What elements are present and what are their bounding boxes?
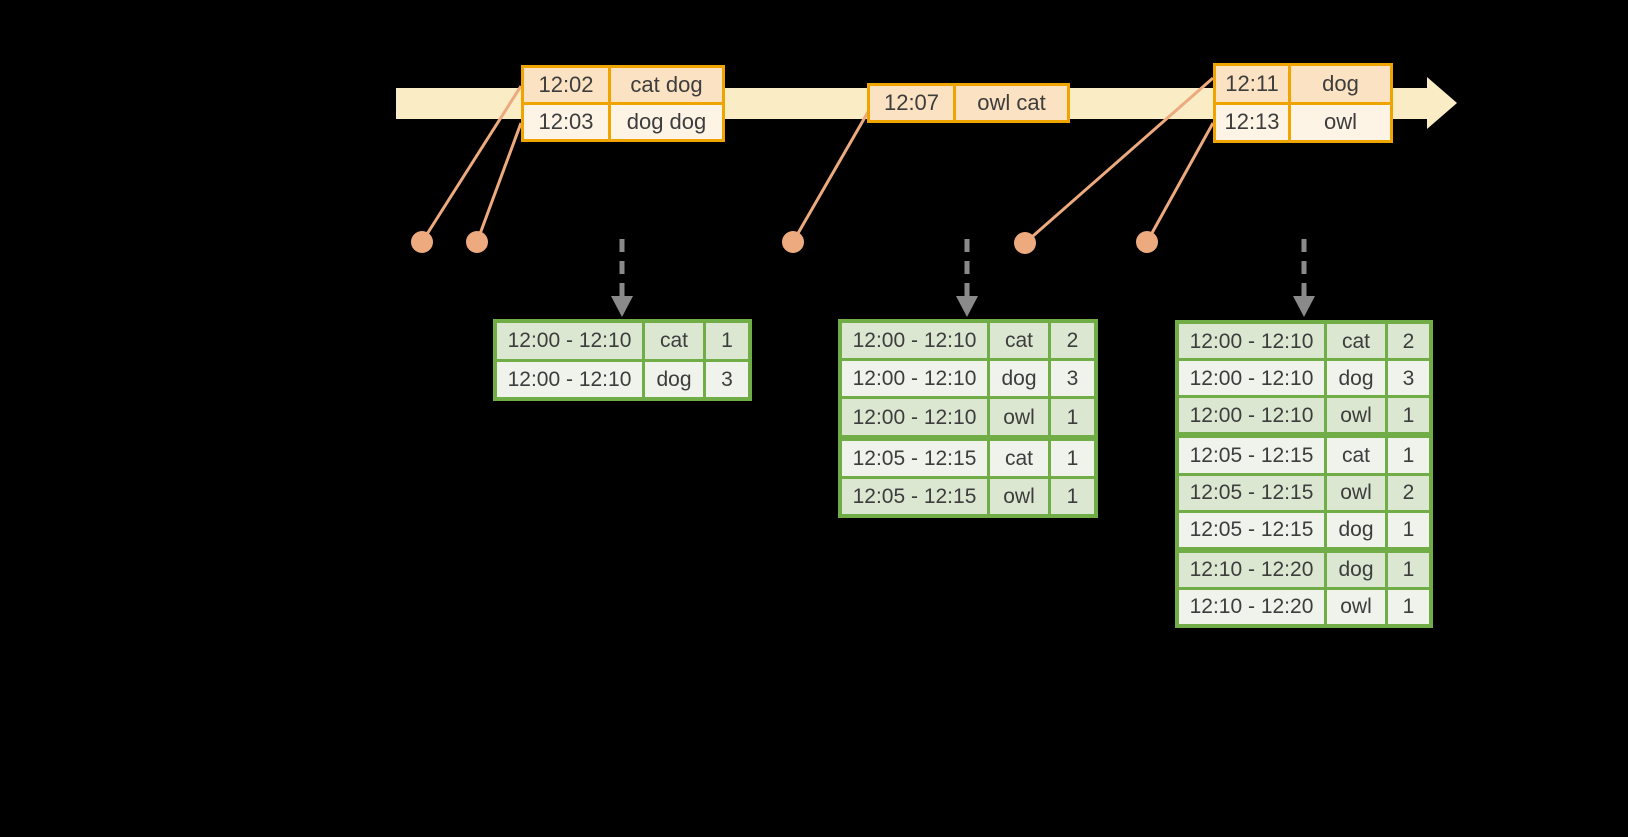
event-row: 12:11 dog [1216, 66, 1390, 102]
event-dot-4 [1014, 232, 1036, 254]
result-word-cell: owl [1327, 398, 1385, 433]
result-window-cell: 12:00 - 12:10 [1179, 398, 1324, 433]
event-row: 12:03 dog dog [524, 105, 722, 139]
connector-line-4 [1024, 76, 1214, 245]
result-count-cell: 1 [1388, 398, 1429, 433]
event-row: 12:07 owl cat [870, 86, 1067, 120]
result-word-cell: cat [990, 323, 1048, 359]
trigger-down-arrow-icon-3 [1293, 239, 1315, 317]
result-count-cell: 3 [706, 361, 748, 397]
result-word-cell: cat [990, 440, 1048, 476]
event-words-cell: owl cat [956, 86, 1067, 120]
result-word-cell: dog [645, 361, 703, 397]
result-row: 12:00 - 12:10 dog 3 [1179, 361, 1429, 396]
result-count-cell: 3 [1388, 361, 1429, 396]
result-row: 12:05 - 12:15 owl 1 [842, 478, 1094, 515]
connector-line-2 [475, 122, 523, 243]
result-window-cell: 12:00 - 12:10 [1179, 324, 1324, 359]
result-word-cell: cat [1327, 324, 1385, 359]
event-dot-1 [411, 231, 433, 253]
result-word-cell: owl [990, 399, 1048, 435]
result-count-cell: 2 [1051, 323, 1094, 359]
result-window-cell: 12:00 - 12:10 [497, 361, 642, 397]
result-word-cell: owl [990, 478, 1048, 515]
result-word-cell: owl [1327, 589, 1385, 624]
result-window-cell: 12:00 - 12:10 [842, 361, 987, 397]
event-words-cell: dog dog [611, 105, 722, 139]
event-table-2: 12:07 owl cat [867, 83, 1070, 123]
result-word-cell: owl [1327, 475, 1385, 510]
event-row: 12:13 owl [1216, 104, 1390, 140]
event-time-cell: 12:07 [870, 86, 953, 120]
event-dot-3 [782, 231, 804, 253]
event-time-cell: 12:13 [1216, 104, 1288, 140]
result-count-cell: 1 [1051, 399, 1094, 435]
result-window-cell: 12:00 - 12:10 [842, 399, 987, 435]
result-row: 12:05 - 12:15 owl 2 [1179, 475, 1429, 510]
event-words-cell: dog [1291, 66, 1390, 102]
result-window-cell: 12:05 - 12:15 [842, 478, 987, 515]
result-row: 12:00 - 12:10 owl 1 [1179, 398, 1429, 433]
result-count-cell: 1 [1388, 589, 1429, 624]
event-row: 12:02 cat dog [524, 68, 722, 102]
timeline-arrowhead-icon [1427, 77, 1457, 129]
result-table-1: 12:00 - 12:10 cat 1 12:00 - 12:10 dog 3 [493, 319, 752, 401]
result-word-cell: dog [1327, 512, 1385, 547]
result-count-cell: 2 [1388, 324, 1429, 359]
result-word-cell: dog [990, 361, 1048, 397]
result-window-cell: 12:05 - 12:15 [1179, 512, 1324, 547]
connector-line-3 [791, 111, 870, 243]
result-row: 12:00 - 12:10 dog 3 [842, 361, 1094, 397]
result-row: 12:00 - 12:10 cat 2 [842, 323, 1094, 359]
result-row: 12:05 - 12:15 cat 1 [1179, 438, 1429, 473]
result-count-cell: 1 [1051, 478, 1094, 515]
result-table-2: 12:00 - 12:10 cat 2 12:00 - 12:10 dog 3 … [838, 319, 1098, 518]
result-row: 12:00 - 12:10 cat 1 [497, 323, 748, 359]
event-words-cell: cat dog [611, 68, 722, 102]
result-window-cell: 12:05 - 12:15 [1179, 438, 1324, 473]
event-table-1: 12:02 cat dog 12:03 dog dog [521, 65, 725, 142]
result-word-cell: dog [1327, 361, 1385, 396]
event-time-cell: 12:03 [524, 105, 608, 139]
event-table-3: 12:11 dog 12:13 owl [1213, 63, 1393, 143]
connector-line-1 [420, 85, 523, 243]
result-row: 12:00 - 12:10 owl 1 [842, 399, 1094, 435]
result-count-cell: 1 [1051, 440, 1094, 476]
event-dot-5 [1136, 231, 1158, 253]
result-row: 12:10 - 12:20 owl 1 [1179, 589, 1429, 624]
result-count-cell: 1 [1388, 512, 1429, 547]
result-count-cell: 3 [1051, 361, 1094, 397]
result-window-cell: 12:00 - 12:10 [497, 323, 642, 359]
result-window-cell: 12:00 - 12:10 [842, 323, 987, 359]
event-time-cell: 12:11 [1216, 66, 1288, 102]
result-word-cell: dog [1327, 552, 1385, 587]
result-row: 12:00 - 12:10 cat 2 [1179, 324, 1429, 359]
event-time-cell: 12:02 [524, 68, 608, 102]
result-count-cell: 1 [1388, 438, 1429, 473]
result-count-cell: 2 [1388, 475, 1429, 510]
result-word-cell: cat [645, 323, 703, 359]
result-count-cell: 1 [1388, 552, 1429, 587]
result-count-cell: 1 [706, 323, 748, 359]
result-row: 12:05 - 12:15 dog 1 [1179, 512, 1429, 547]
trigger-down-arrow-icon-2 [956, 239, 978, 317]
result-window-cell: 12:00 - 12:10 [1179, 361, 1324, 396]
result-window-cell: 12:10 - 12:20 [1179, 552, 1324, 587]
event-dot-2 [466, 231, 488, 253]
result-window-cell: 12:05 - 12:15 [842, 440, 987, 476]
result-window-cell: 12:05 - 12:15 [1179, 475, 1324, 510]
result-row: 12:05 - 12:15 cat 1 [842, 440, 1094, 476]
trigger-down-arrow-icon-1 [611, 239, 633, 317]
result-window-cell: 12:10 - 12:20 [1179, 589, 1324, 624]
result-row: 12:10 - 12:20 dog 1 [1179, 552, 1429, 587]
connector-line-5 [1145, 122, 1215, 243]
event-words-cell: owl [1291, 104, 1390, 140]
result-row: 12:00 - 12:10 dog 3 [497, 361, 748, 397]
result-table-3: 12:00 - 12:10 cat 2 12:00 - 12:10 dog 3 … [1175, 320, 1433, 628]
result-word-cell: cat [1327, 438, 1385, 473]
